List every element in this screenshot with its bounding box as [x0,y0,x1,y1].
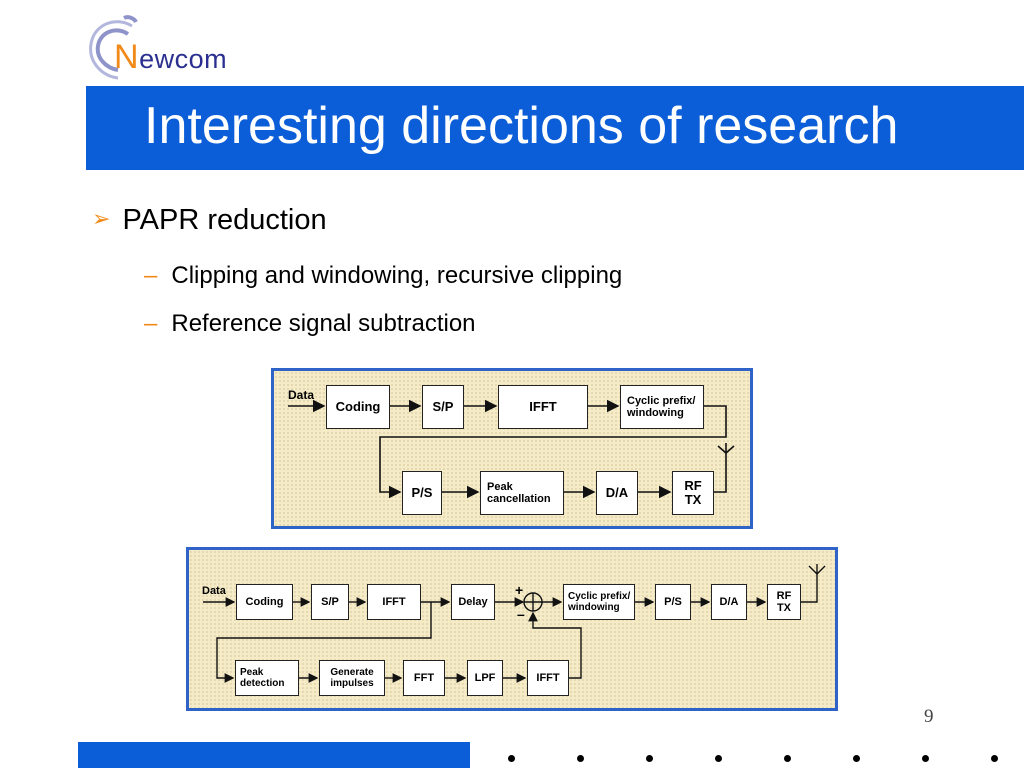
diagram2-connectors [203,564,826,683]
sub-bullet-text: Clipping and windowing, recursive clippi… [171,262,623,289]
reference-signal-diagram: Data + – Coding S/P IFFT Delay Cyclic pr… [186,547,838,711]
data-input-label: Data [288,388,315,402]
footer-dot [853,755,860,762]
sub-bullet-clipping: –Clipping and windowing, recursive clipp… [144,262,622,290]
da-block: D/A [596,471,638,515]
newcom-logo: Newcom [88,12,258,82]
footer-dots [500,741,1020,771]
sub-bullet-text: Reference signal subtraction [171,310,476,337]
rf-tx-block: RF TX [767,584,801,620]
lpf-block: LPF [467,660,503,696]
data-input-label: Data [202,585,226,597]
cyclic-prefix-block: Cyclic prefix/ windowing [563,584,635,620]
rf-tx-block: RF TX [672,471,714,515]
sub-bullet-reference: –Reference signal subtraction [144,310,476,338]
sub-bullet-dash: – [144,310,158,337]
slide-title: Interesting directions of research [144,97,899,155]
da-block: D/A [711,584,747,620]
bullet-arrow-icon: ➢ [92,206,111,231]
footer-dot [991,755,998,762]
ifft-block: IFFT [498,385,588,429]
ifft-block: IFFT [367,584,421,620]
ps-block: P/S [655,584,691,620]
peak-cancellation-block: Peak cancellation [480,471,564,515]
bullet-text: PAPR reduction [122,204,327,236]
footer-dot [784,755,791,762]
logo-wordmark: Newcom [114,38,227,77]
footer-dot [577,755,584,762]
footer-bar [78,742,470,768]
sp-block: S/P [422,385,464,429]
sub-bullet-dash: – [144,262,158,289]
ps-block: P/S [402,471,442,515]
diagram1-connectors [288,399,735,499]
logo-rest: ewcom [139,44,228,74]
logo-swirl-icon [89,15,138,80]
sp-block: S/P [311,584,349,620]
cyclic-prefix-block: Cyclic prefix/ windowing [620,385,704,429]
footer-dot [922,755,929,762]
bullet-papr: ➢ PAPR reduction [92,204,327,237]
generate-impulses-block: Generate impulses [319,660,385,696]
footer-dot [508,755,515,762]
minus-sign: – [517,606,525,622]
logo-initial: N [114,38,140,76]
title-band: Interesting directions of research [86,86,1024,170]
footer-dot [646,755,653,762]
peak-detection-block: Peak detection [235,660,299,696]
coding-block: Coding [236,584,293,620]
peak-cancellation-diagram: Data Coding S/P IFFT Cyclic prefix/ wind… [271,368,753,529]
fft-block: FFT [403,660,445,696]
page-number: 9 [924,706,934,727]
ifft2-block: IFFT [527,660,569,696]
coding-block: Coding [326,385,390,429]
footer-dot [715,755,722,762]
delay-block: Delay [451,584,495,620]
plus-sign: + [515,582,524,598]
